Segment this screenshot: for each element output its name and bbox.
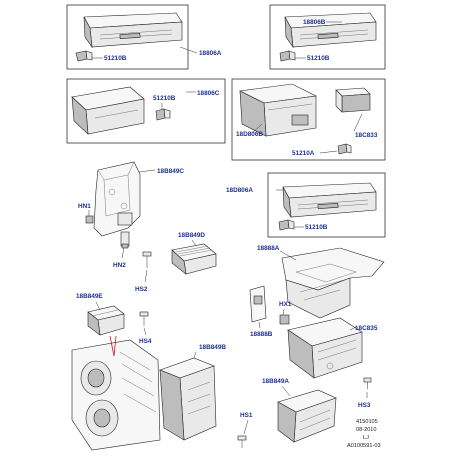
mounting-bracket [93, 161, 141, 237]
group-18D806B: 18D806B 18C833 51210A [231, 78, 386, 161]
mounting-clip [278, 219, 295, 231]
label-18806B: 18806B [303, 19, 326, 26]
label-18888A: 18888A [257, 245, 280, 252]
amplifier-module [171, 243, 217, 275]
label-HS4: HS4 [139, 338, 152, 345]
label-51210A: 51210A [292, 150, 315, 157]
bracket-18888B [249, 285, 267, 323]
reference-date: 08-2010 [356, 427, 377, 433]
group-18806C: 51210B 18806C [66, 78, 226, 144]
label-51210B: 51210B [307, 55, 330, 62]
group-18806B: 51210B 18806B [269, 4, 386, 70]
group-frame [267, 172, 386, 238]
group-18B849E: 18B849E HS4 [71, 293, 161, 451]
mounting-clip [279, 50, 296, 62]
cd-magazine [335, 87, 371, 113]
group-frame [231, 78, 386, 161]
location-indicator-line [113, 335, 117, 357]
location-indicator-line [109, 335, 115, 357]
screw-hs4 [139, 311, 149, 326]
group-18888A: 18888A HX1 18888B 18C835 HS3 [249, 245, 385, 409]
group-18B849B: 18B849B HS1 [159, 344, 253, 448]
mounting-clip [155, 108, 171, 121]
screw-hs1 [237, 435, 247, 448]
label-HS2: HS2 [135, 286, 148, 293]
label-51210B: 51210B [153, 95, 176, 102]
label-18888B: 18888B [250, 331, 273, 338]
label-18B849D: 18B849D [178, 232, 205, 239]
amplifier-module [277, 389, 337, 443]
mounting-clip [337, 143, 352, 155]
group-18B849C: 18B849C HN1 HN2 [78, 161, 184, 269]
label-51210B: 51210B [104, 55, 127, 62]
cd-changer-unit [282, 182, 377, 219]
screw-hs3 [363, 377, 372, 389]
label-HS3: HS3 [358, 402, 371, 409]
mounting-housing-upper [281, 247, 385, 319]
label-18B849E: 18B849E [76, 293, 103, 300]
label-18D806B: 18D806B [236, 131, 263, 138]
cd-changer-unit [83, 12, 183, 49]
label-HN1: HN1 [78, 203, 91, 210]
group-frame [66, 78, 226, 144]
group-frame [269, 4, 386, 70]
amplifier-module [159, 357, 217, 441]
reference-illustration-id: A0100591-03 [347, 443, 381, 449]
group-18806A: 51210B 18806A [66, 4, 222, 70]
reference-block: 4150105 08-2010 LJ A0100591-03 [347, 419, 381, 449]
clip-hx1 [279, 314, 290, 325]
label-18806A: 18806A [199, 50, 222, 57]
label-18D806A: 18D806A [226, 187, 253, 194]
reference-code: 4150105 [356, 419, 378, 425]
reference-model: LJ [363, 435, 369, 441]
label-HS1: HS1 [240, 412, 253, 419]
label-HN2: HN2 [113, 262, 126, 269]
label-18B849B: 18B849B [199, 344, 226, 351]
label-18C835: 18C835 [355, 325, 378, 332]
label-HX1: HX1 [279, 301, 292, 308]
cd-changer-magazine-unit [238, 83, 318, 137]
label-18806C: 18806C [197, 90, 220, 97]
label-18B849C: 18B849C [157, 168, 184, 175]
label-18C833: 18C833 [355, 132, 378, 139]
screw-hs2 [142, 251, 152, 268]
group-18B849A: 18B849A [262, 378, 337, 443]
group-18D806A: 51210B 18D806A [226, 172, 386, 238]
nut-hn2 [120, 231, 130, 249]
group-18B849D: 18B849D HS2 [135, 232, 217, 293]
nut-hn1 [85, 215, 94, 224]
amplifier-unit [71, 86, 145, 135]
label-18B849A: 18B849A [262, 378, 289, 385]
mounting-clip [75, 50, 93, 62]
vehicle-rear-quarter [71, 339, 161, 451]
label-51210B: 51210B [305, 224, 328, 231]
group-frame [66, 4, 189, 70]
amplifier-module [87, 305, 125, 336]
cd-changer-unit [284, 12, 377, 49]
mounting-housing-lower [287, 317, 363, 379]
